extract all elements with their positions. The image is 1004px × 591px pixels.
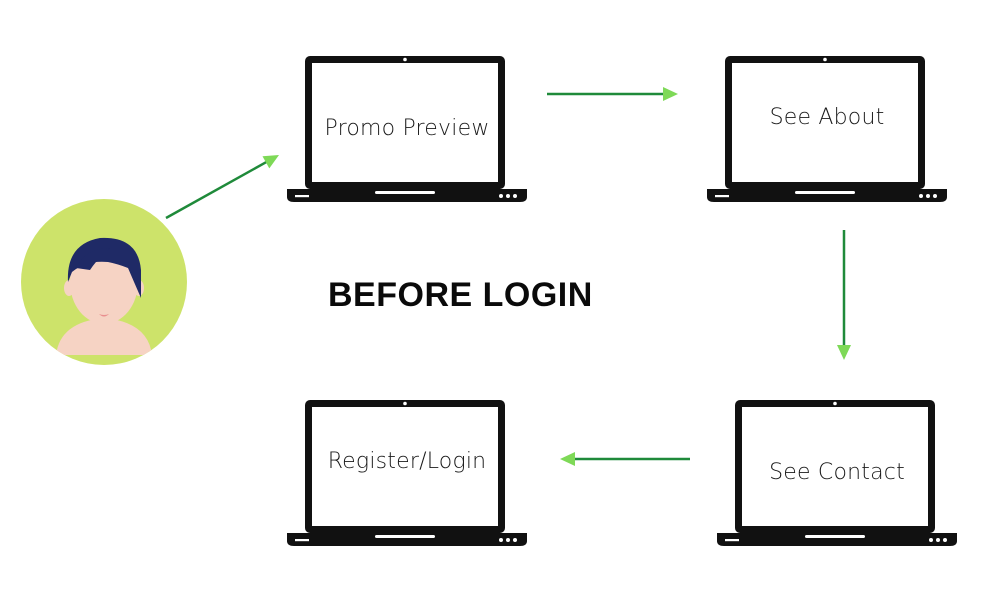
step-see-contact: See Contact	[717, 400, 957, 545]
laptop-icon	[717, 400, 957, 546]
step-label: See Contact	[769, 460, 905, 485]
step-label: Register/Login	[327, 449, 487, 474]
step-label: Promo Preview	[324, 116, 490, 141]
arrow-icon	[837, 230, 851, 360]
arrow-icon	[560, 452, 690, 466]
diagram-title: BEFORE LOGIN	[328, 276, 593, 314]
laptop-icon	[287, 400, 527, 546]
flow-arrows	[165, 87, 851, 466]
user-avatar-icon	[21, 199, 187, 365]
arrow-icon	[547, 87, 678, 101]
step-label: See About	[769, 105, 885, 130]
arrow-icon	[165, 155, 279, 220]
laptop-icon	[287, 56, 527, 202]
step-register-login: Register/Login	[287, 400, 527, 545]
step-promo-preview: Promo Preview	[287, 56, 527, 201]
laptop-icon	[707, 56, 947, 202]
step-see-about: See About	[707, 56, 947, 201]
